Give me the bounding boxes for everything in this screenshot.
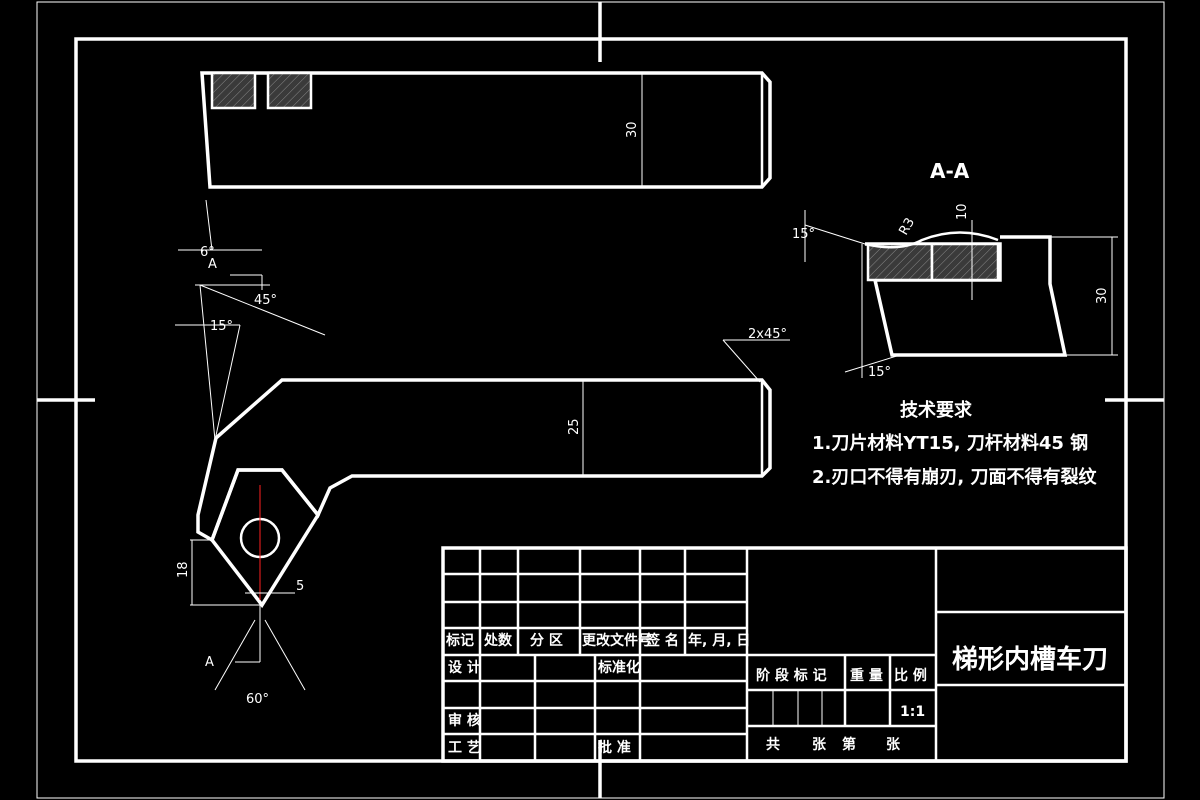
view-a-bottom: A [205, 655, 214, 670]
sec-angle-bottom: 15° [868, 365, 891, 380]
dim-angle-45: 45° [254, 293, 277, 308]
tb-jieduan: 阶 段 标 记 [756, 667, 827, 684]
tb-gong: 共 [766, 736, 780, 753]
tech-heading: 技术要求 [900, 399, 973, 421]
sec-radius: R3 [896, 216, 918, 238]
dim-insert-offset: 5 [296, 579, 304, 594]
tb-di: 第 [842, 736, 856, 753]
sec-dim-30: 30 [1095, 287, 1110, 304]
dim-chamfer: 2x45° [748, 327, 787, 342]
tb-sheji: 设 计 [448, 659, 481, 676]
dim-shank-height: 30 [625, 121, 640, 138]
tb-pizhun: 批 准 [598, 739, 631, 756]
dim-neck-height: 25 [567, 418, 582, 435]
sec-angle-top: 15° [792, 227, 815, 242]
dim-angle-15-left: 15° [210, 319, 233, 334]
tb-shenhe: 审 核 [448, 712, 481, 729]
tb-bili-val: 1:1 [900, 704, 925, 720]
tb-zhang1: 张 [812, 737, 827, 753]
tb-zhongliang: 重 量 [850, 667, 883, 684]
tb-biaoji: 标记 [445, 632, 474, 649]
dim-insert-height: 18 [176, 561, 191, 578]
tool-body-view [175, 274, 790, 691]
view-a-top: A [208, 257, 217, 272]
tb-chushu: 处数 [483, 632, 513, 649]
dim-angle-6: 6° [200, 245, 215, 260]
tb-genggai: 更改文件号 [582, 632, 652, 649]
tech-line-1: 1.刀片材料YT15, 刀杆材料45 钢 [812, 432, 1088, 454]
title-block [441, 546, 1128, 763]
tb-bili: 比 例 [894, 667, 927, 684]
dim-angle-60: 60° [246, 692, 269, 707]
tb-nianyueri: 年, 月, 日 [688, 632, 750, 649]
tb-qianming: 签 名 [645, 632, 679, 649]
part-title: 梯形内槽车刀 [952, 644, 1108, 675]
shank-top-view [178, 71, 772, 251]
tb-biaozhunhua: 标准化 [597, 659, 640, 676]
tech-line-2: 2.刃口不得有崩刃, 刀面不得有裂纹 [812, 466, 1097, 488]
section-a-a [804, 210, 1118, 378]
tb-gongyi: 工 艺 [448, 739, 481, 756]
tb-fenqu: 分 区 [530, 633, 563, 649]
tb-zhang2: 张 [886, 737, 901, 753]
section-label: A-A [930, 159, 970, 183]
sec-dim-10: 10 [955, 203, 970, 220]
